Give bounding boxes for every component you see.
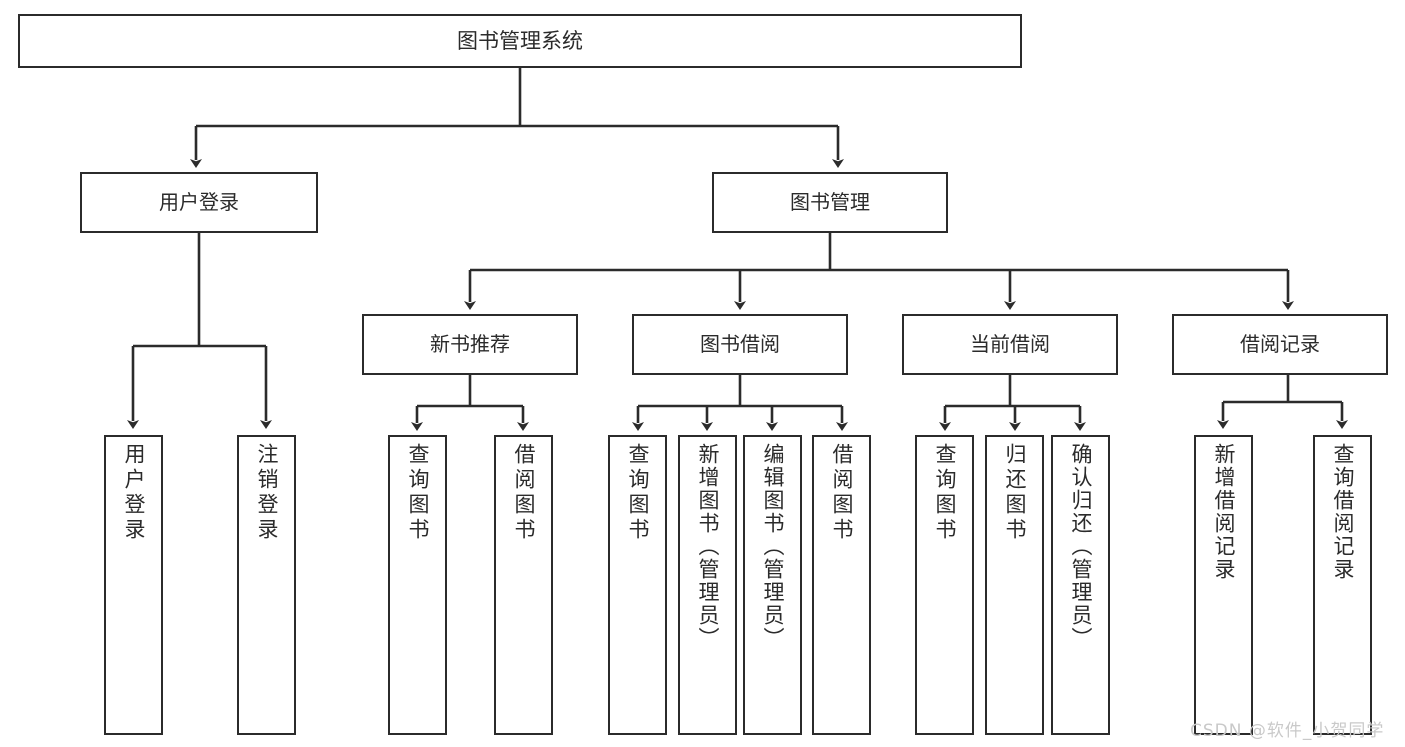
leaf-user-login-signout[interactable]: 注销登录: [237, 435, 296, 735]
leaf-book-borrow-query-label: 查询图书: [626, 443, 650, 543]
node-new-book-recommend-label: 新书推荐: [430, 332, 510, 356]
leaf-user-login-signout-label: 注销登录: [255, 443, 279, 543]
node-root[interactable]: 图书管理系统: [18, 14, 1022, 68]
leaf-book-edit-admin-label: 编辑图书（管理员）: [761, 443, 785, 650]
leaf-book-add-admin-label: 新增图书（管理员）: [696, 443, 720, 650]
leaf-book-borrow-action[interactable]: 借阅图书: [812, 435, 871, 735]
leaf-new-book-borrow[interactable]: 借阅图书: [494, 435, 553, 735]
leaf-borrow-record-add[interactable]: 新增借阅记录: [1194, 435, 1253, 735]
node-user-login-label: 用户登录: [159, 190, 239, 214]
leaf-current-borrow-confirm-admin[interactable]: 确认归还（管理员）: [1051, 435, 1110, 735]
leaf-book-borrow-query[interactable]: 查询图书: [608, 435, 667, 735]
leaf-new-book-borrow-label: 借阅图书: [512, 443, 536, 543]
node-book-management-label: 图书管理: [790, 190, 870, 214]
node-new-book-recommend[interactable]: 新书推荐: [362, 314, 578, 375]
node-root-label: 图书管理系统: [457, 28, 583, 53]
leaf-user-login-signin[interactable]: 用户登录: [104, 435, 163, 735]
node-current-borrow-label: 当前借阅: [970, 332, 1050, 356]
node-book-management[interactable]: 图书管理: [712, 172, 948, 233]
leaf-current-borrow-query-label: 查询图书: [933, 443, 957, 543]
node-borrow-record[interactable]: 借阅记录: [1172, 314, 1388, 375]
leaf-borrow-record-add-label: 新增借阅记录: [1212, 443, 1236, 581]
node-borrow-record-label: 借阅记录: [1240, 332, 1320, 356]
leaf-new-book-query[interactable]: 查询图书: [388, 435, 447, 735]
leaf-book-borrow-action-label: 借阅图书: [830, 443, 854, 543]
leaf-new-book-query-label: 查询图书: [406, 443, 430, 543]
leaf-user-login-signin-label: 用户登录: [122, 443, 146, 543]
node-book-borrow-label: 图书借阅: [700, 332, 780, 356]
leaf-current-borrow-confirm-admin-label: 确认归还（管理员）: [1069, 443, 1093, 650]
node-user-login[interactable]: 用户登录: [80, 172, 318, 233]
leaf-borrow-record-query[interactable]: 查询借阅记录: [1313, 435, 1372, 735]
node-current-borrow[interactable]: 当前借阅: [902, 314, 1118, 375]
leaf-borrow-record-query-label: 查询借阅记录: [1331, 443, 1355, 581]
node-book-borrow[interactable]: 图书借阅: [632, 314, 848, 375]
leaf-current-borrow-query[interactable]: 查询图书: [915, 435, 974, 735]
leaf-current-borrow-return-label: 归还图书: [1003, 443, 1027, 543]
leaf-current-borrow-return[interactable]: 归还图书: [985, 435, 1044, 735]
leaf-book-add-admin[interactable]: 新增图书（管理员）: [678, 435, 737, 735]
leaf-book-edit-admin[interactable]: 编辑图书（管理员）: [743, 435, 802, 735]
